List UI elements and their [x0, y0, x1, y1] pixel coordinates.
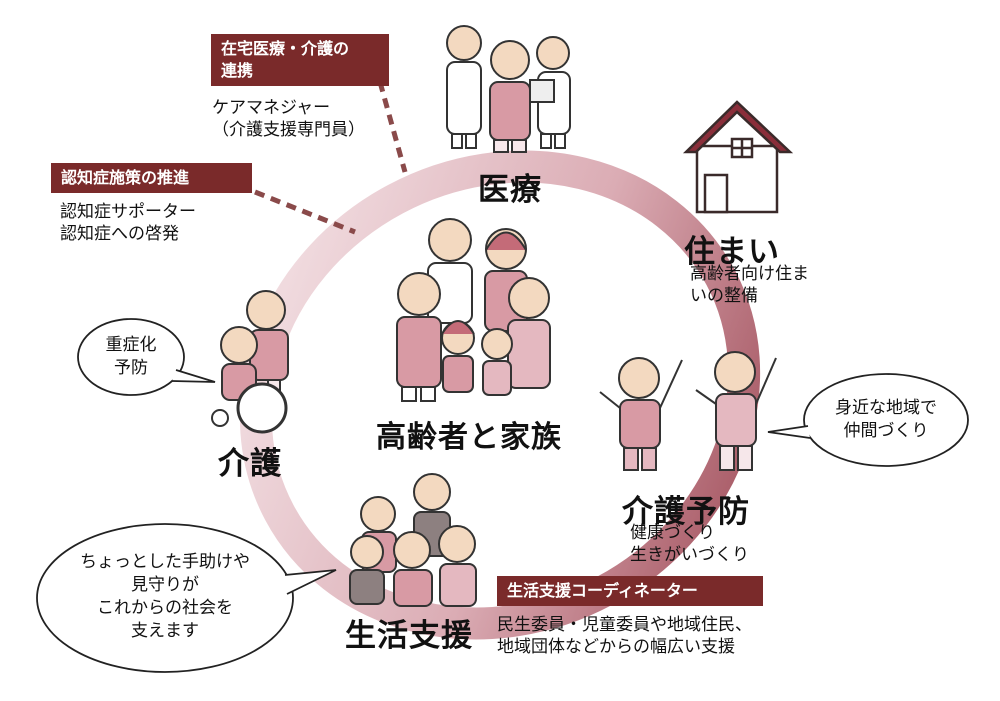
wheelchair-care-figures	[212, 291, 288, 432]
zaitaku-detail-line-1: ケアマネジャー	[212, 97, 365, 119]
tag-coordinator: 生活支援コーディネーター	[497, 576, 763, 606]
bubble-tedasuke-line-2: 見守りが	[55, 574, 275, 597]
tag-zaitaku: 在宅医療・介護の 連携	[211, 34, 389, 86]
bubble-tedasuke-line-1: ちょっとした手助けや	[55, 551, 275, 574]
node-seikatsu: 生活支援	[345, 610, 473, 655]
tag-coordinator-line-1: 生活支援コーディネーター	[507, 580, 753, 602]
exercising-elders-figures	[600, 352, 776, 470]
bubble-tedasuke-line-4: 支えます	[55, 620, 275, 643]
tag-zaitaku-line-2: 連携	[221, 60, 379, 82]
sumai-detail-line-1: 高齢者向け住ま	[690, 263, 809, 285]
bubble-chiiki-text: 身近な地域で 仲間づくり	[816, 397, 956, 443]
bubble-chiiki-line-1: 身近な地域で	[816, 397, 956, 420]
bubble-tedasuke-text: ちょっとした手助けや 見守りが これからの社会を 支えます	[55, 551, 275, 643]
coordinator-detail-line-2: 地域団体などからの幅広い支援	[497, 636, 752, 658]
yobou-detail: 健康づくり 生きがいづくり	[630, 522, 749, 566]
node-kaigo: 介護	[218, 438, 282, 483]
house-icon	[686, 102, 790, 212]
bubble-tedasuke-line-3: これからの社会を	[55, 597, 275, 620]
zaitaku-detail-line-2: （介護支援専門員）	[212, 119, 365, 141]
bubble-jushoka-text: 重症化 予防	[94, 334, 168, 380]
yobou-detail-line-2: 生きがいづくり	[630, 544, 749, 566]
sumai-detail-line-2: いの整備	[690, 285, 809, 307]
center-label: 高齢者と家族	[376, 412, 562, 456]
bubble-jushoka-line-1: 重症化	[94, 334, 168, 357]
zaitaku-detail: ケアマネジャー （介護支援専門員）	[212, 97, 365, 141]
tag-ninchi: 認知症施策の推進	[51, 163, 252, 193]
tag-ninchi-line-1: 認知症施策の推進	[61, 167, 242, 189]
node-iryo: 医療	[478, 164, 542, 209]
coordinator-detail: 民生委員・児童委員や地域住民、 地域団体などからの幅広い支援	[497, 614, 752, 658]
yobou-detail-line-1: 健康づくり	[630, 522, 749, 544]
bubble-jushoka-line-2: 予防	[94, 357, 168, 380]
ninchi-detail-line-1: 認知症サポーター	[60, 201, 196, 223]
sumai-detail: 高齢者向け住ま いの整備	[690, 263, 809, 307]
family-figures	[397, 219, 550, 401]
coordinator-detail-line-1: 民生委員・児童委員や地域住民、	[497, 614, 752, 636]
community-support-figures	[350, 474, 476, 606]
tag-zaitaku-line-1: 在宅医療・介護の	[221, 38, 379, 60]
bubble-chiiki-line-2: 仲間づくり	[816, 420, 956, 443]
ninchi-detail-line-2: 認知症への啓発	[60, 223, 196, 245]
medical-staff-figures	[447, 26, 570, 152]
ninchi-detail: 認知症サポーター 認知症への啓発	[60, 201, 196, 245]
